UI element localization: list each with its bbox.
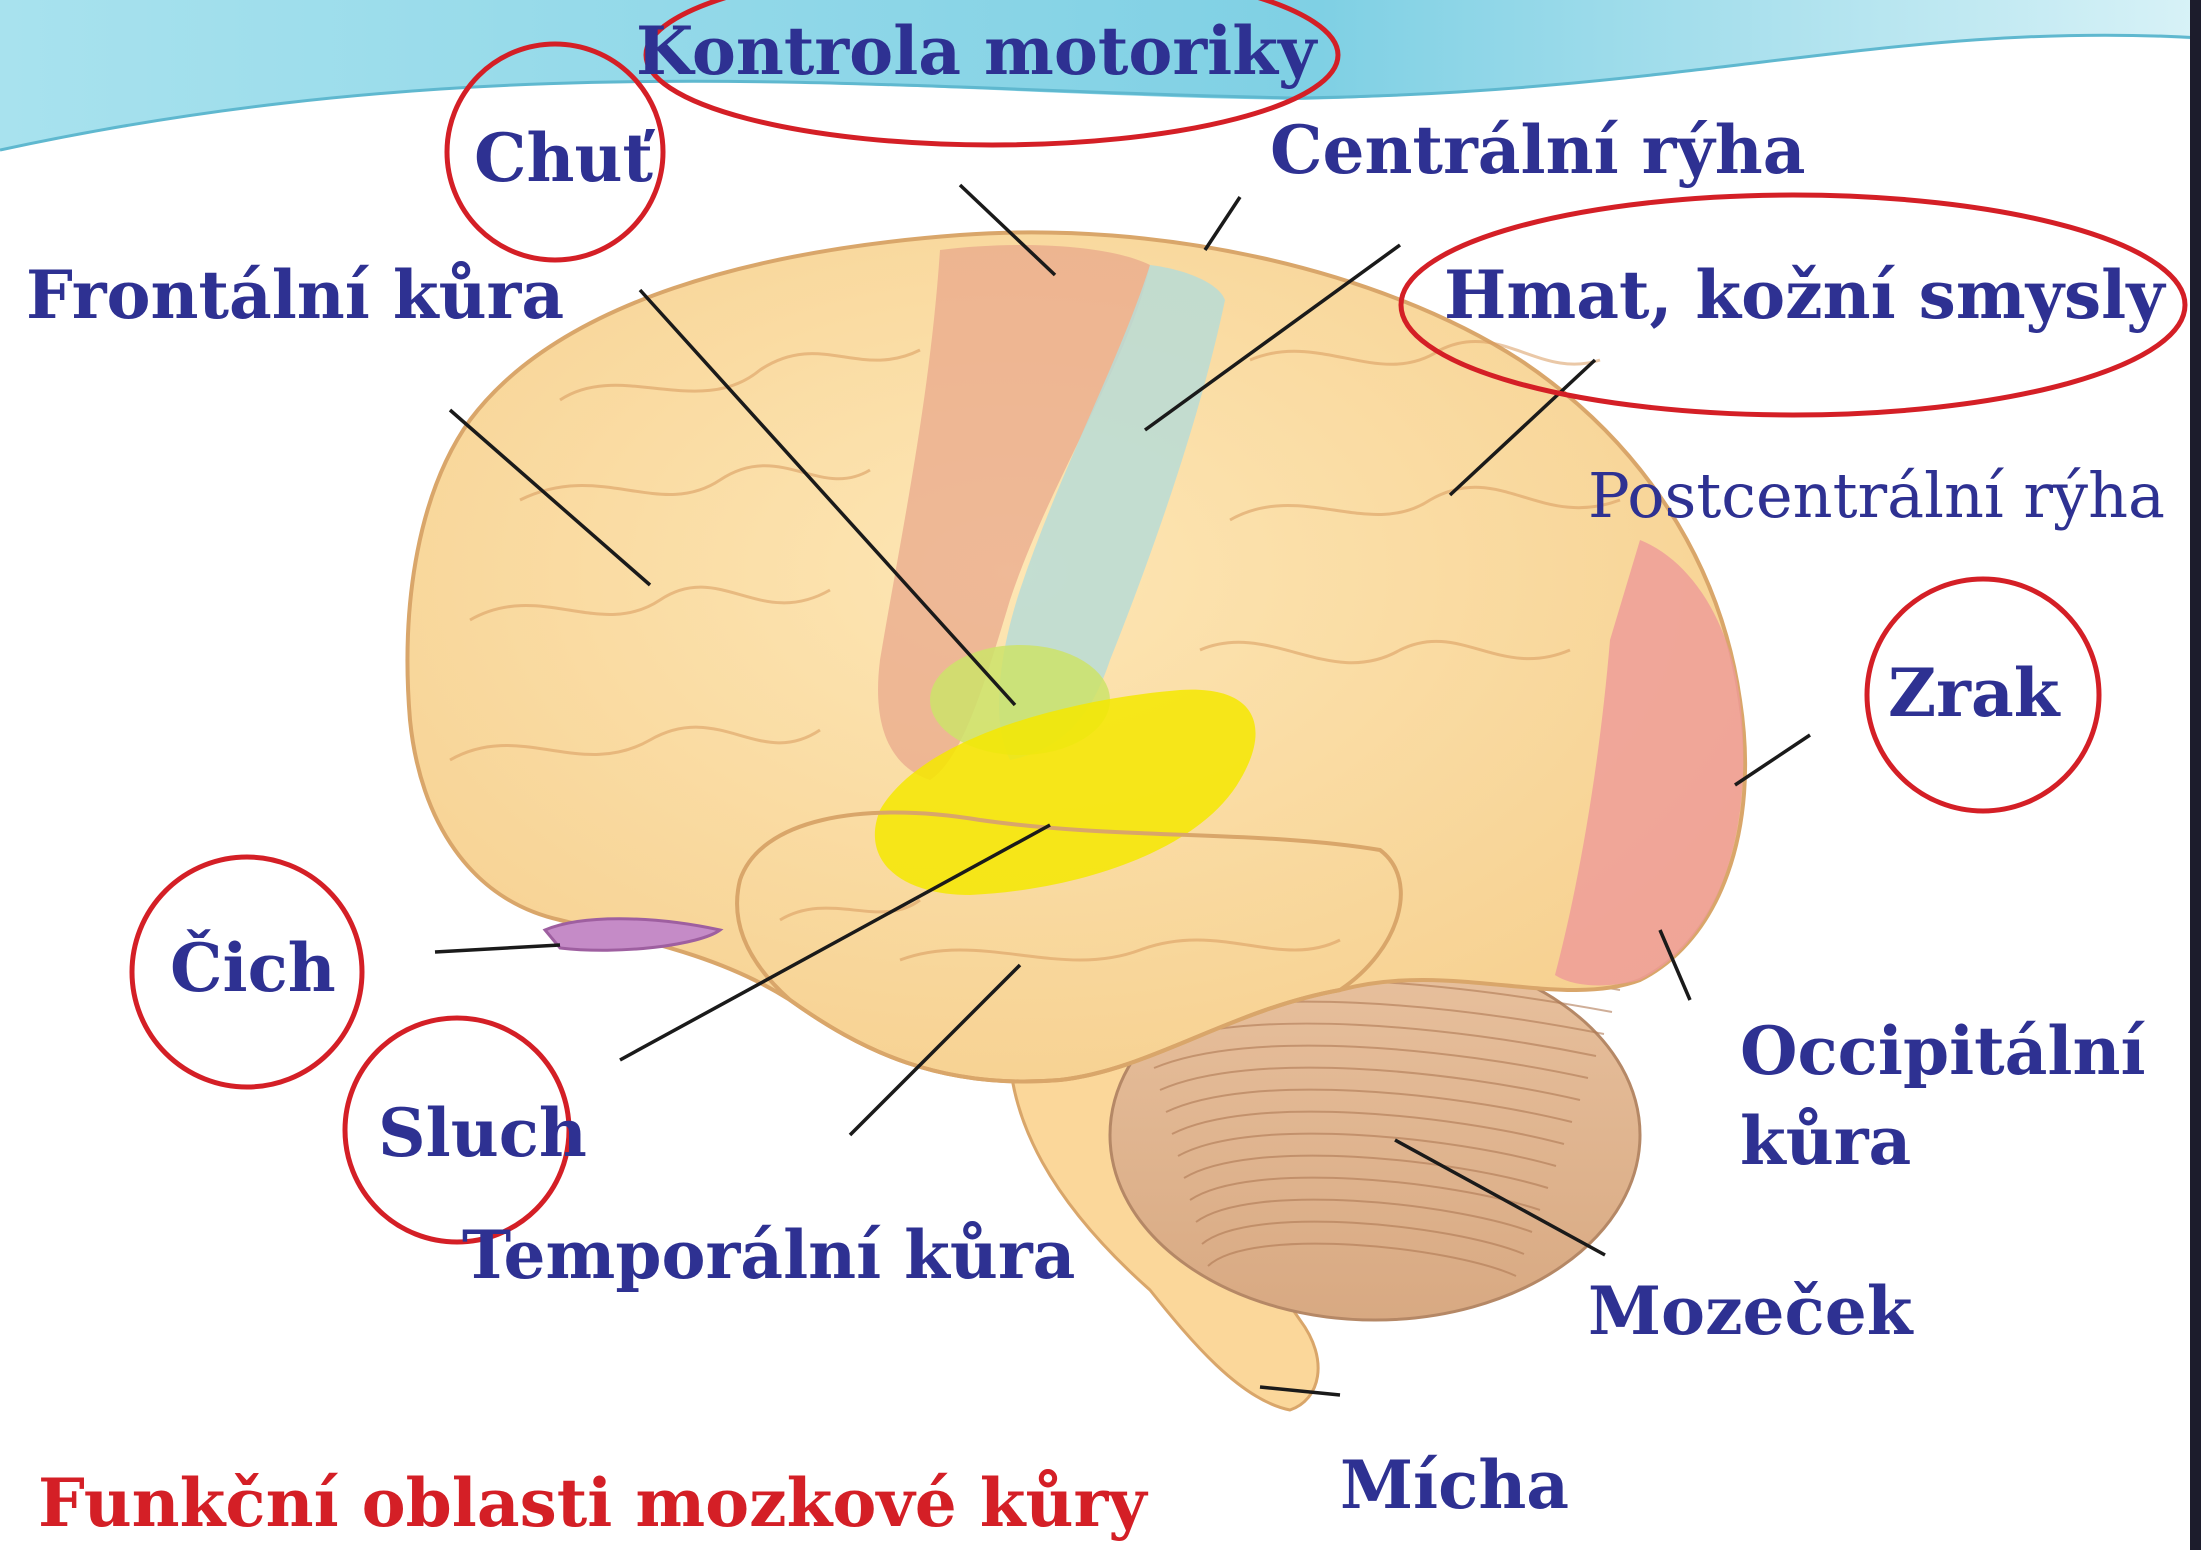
label-postcentralni-ryha: Postcentrální rýha: [1588, 465, 2165, 527]
label-frontalni-kura: Frontální kůra: [26, 262, 564, 328]
label-temporalni-kura: Temporální kůra: [462, 1222, 1075, 1288]
label-centralni-ryha: Centrální rýha: [1270, 117, 1806, 183]
label-zrak: Zrak: [1888, 660, 2059, 726]
label-sluch: Sluch: [378, 1100, 587, 1166]
label-occipitalni-line1: Occipitální: [1740, 1018, 2146, 1084]
label-micha: Mícha: [1340, 1452, 1569, 1518]
diagram-caption: Funkční oblasti mozkové kůry: [38, 1470, 1147, 1536]
leader-line: [435, 945, 560, 952]
label-occipitalni-line2: kůra: [1740, 1108, 1911, 1174]
label-chut: Chuť: [474, 125, 653, 191]
label-cich: Čich: [170, 935, 336, 1001]
label-mozecek: Mozeček: [1588, 1278, 1912, 1344]
leader-line: [1205, 197, 1240, 250]
label-kontrola-motoriky: Kontrola motoriky: [636, 18, 1316, 84]
label-hmat-kozni-smysly: Hmat, kožní smysly: [1444, 262, 2165, 328]
right-edge-strip: [2190, 0, 2201, 1550]
